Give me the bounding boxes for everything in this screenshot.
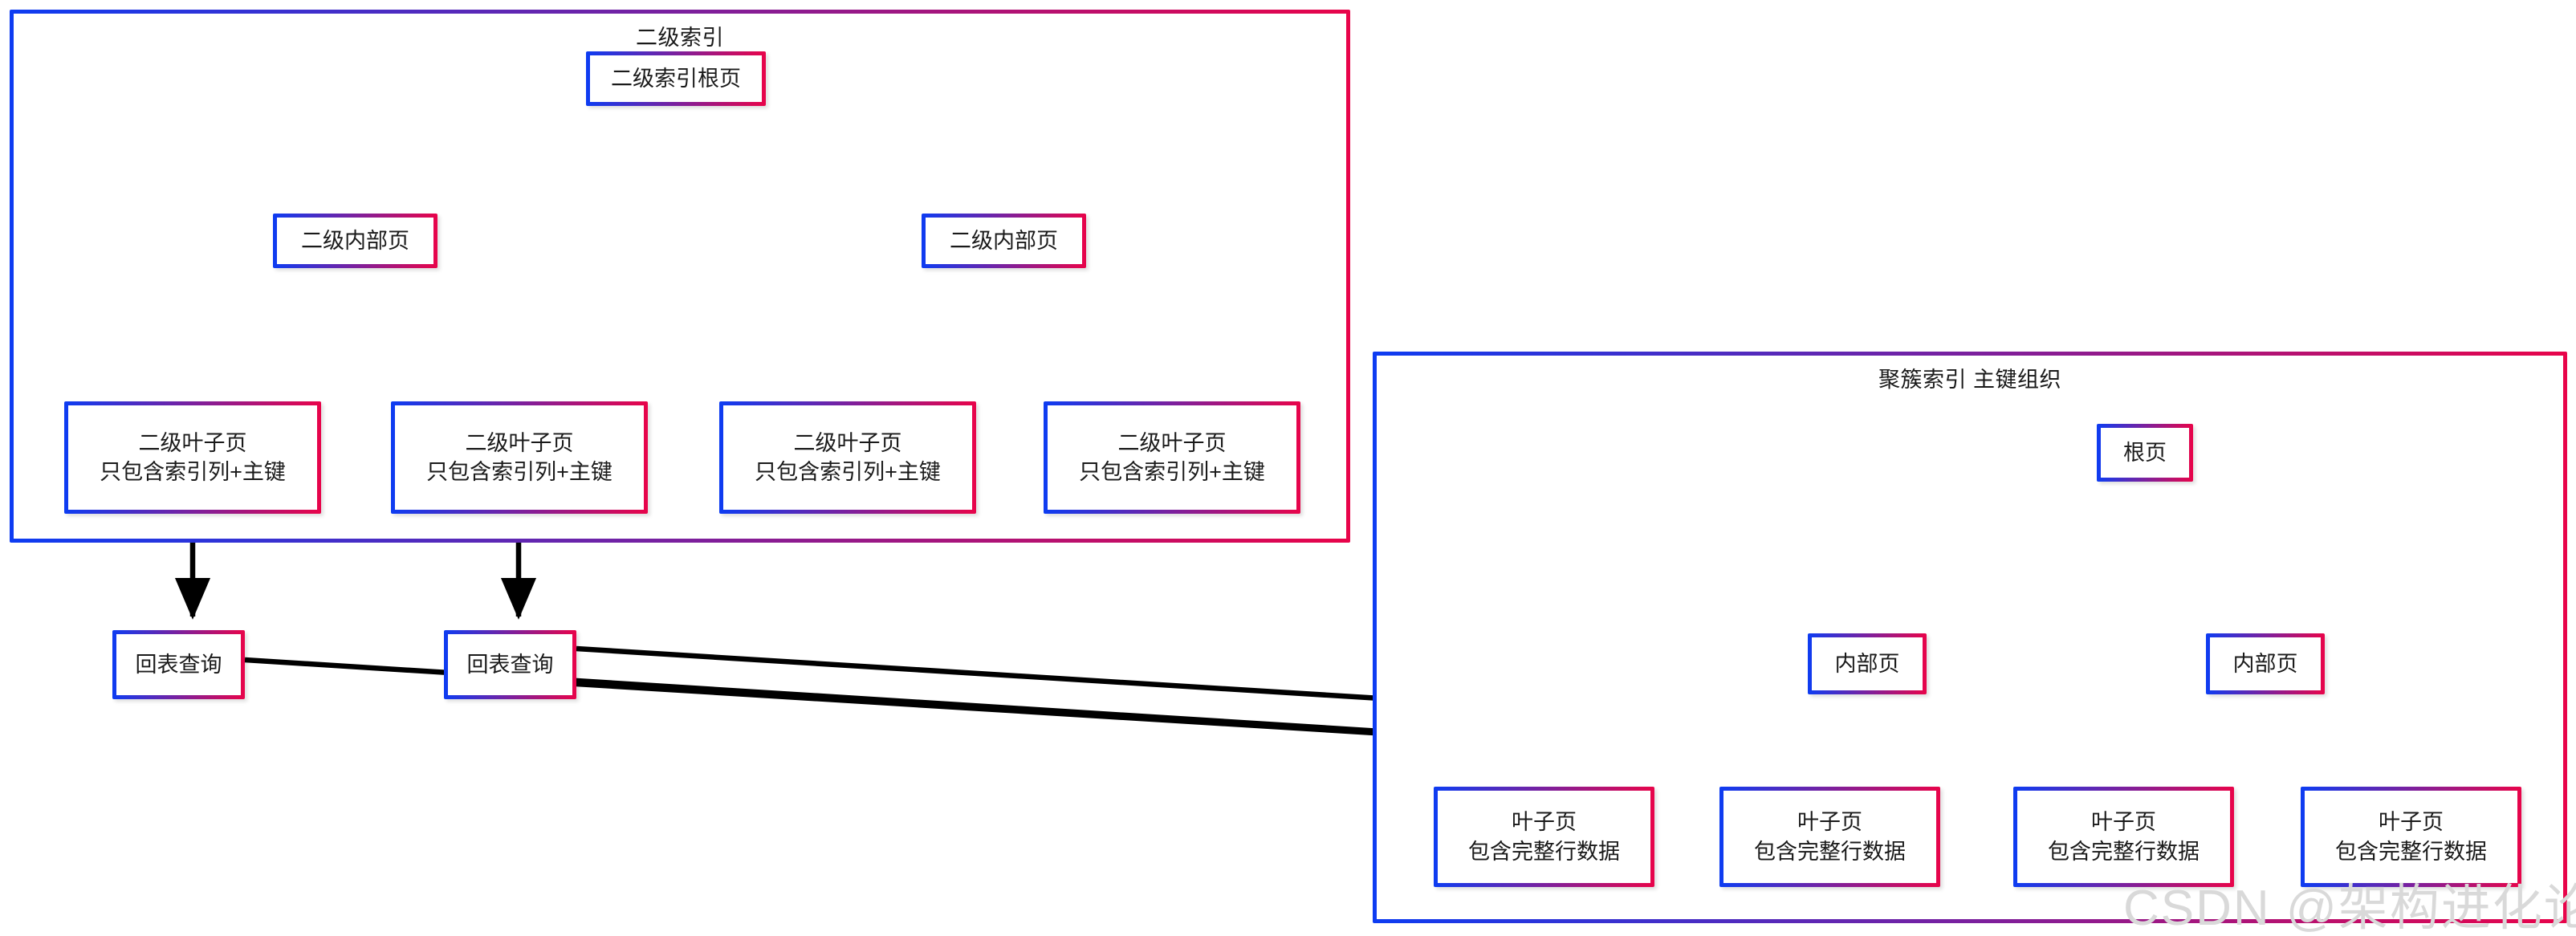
node-label-line1: 叶子页: [1797, 810, 1862, 835]
node-label-line1: 叶子页: [1512, 810, 1577, 835]
node-label-line1: 二级叶子页: [793, 430, 902, 455]
node-label-line1: 内部页: [1834, 651, 1900, 676]
node-label-line1: 叶子页: [2091, 810, 2156, 835]
node-label-line1: 二级叶子页: [138, 430, 247, 455]
node-lookup-query-2[interactable]: 回表查询: [444, 630, 576, 699]
node-label-line1: 根页: [2123, 440, 2167, 465]
node-secondary-leaf-page-1[interactable]: 二级叶子页 只包含索引列+主键: [64, 401, 321, 514]
node-label-line1: 二级叶子页: [465, 430, 574, 455]
node-label-line1: 内部页: [2232, 651, 2298, 676]
node-lookup-query-1[interactable]: 回表查询: [112, 630, 245, 699]
csdn-watermark: CSDN @架构进化论: [2123, 881, 2576, 936]
node-label-line2: 包含完整行数据: [2048, 839, 2200, 864]
node-secondary-leaf-page-3[interactable]: 二级叶子页 只包含索引列+主键: [719, 401, 976, 514]
node-label-line2: 只包含索引列+主键: [755, 460, 941, 484]
node-label-line1: 二级内部页: [950, 228, 1058, 253]
node-label-line1: 二级索引根页: [611, 66, 741, 91]
node-secondary-inner-page-1[interactable]: 二级内部页: [273, 214, 437, 268]
node-secondary-inner-page-2[interactable]: 二级内部页: [922, 214, 1086, 268]
node-label-line1: 叶子页: [2379, 810, 2444, 835]
group-title-secondary-index: 二级索引: [636, 26, 724, 50]
node-clustered-leaf-page-3[interactable]: 叶子页 包含完整行数据: [2013, 787, 2234, 887]
node-label-line2: 只包含索引列+主键: [100, 460, 286, 484]
node-label-line1: 二级叶子页: [1117, 430, 1227, 455]
node-clustered-leaf-page-4[interactable]: 叶子页 包含完整行数据: [2301, 787, 2521, 887]
group-title-clustered-index: 聚簇索引 主键组织: [1878, 368, 2061, 392]
node-label-line1: 二级内部页: [301, 228, 409, 253]
node-clustered-root-page[interactable]: 根页: [2097, 424, 2193, 482]
node-label-line2: 只包含索引列+主键: [426, 460, 612, 484]
node-clustered-leaf-page-1[interactable]: 叶子页 包含完整行数据: [1434, 787, 1654, 887]
node-clustered-inner-page-2[interactable]: 内部页: [2206, 633, 2325, 694]
node-label-line1: 回表查询: [466, 652, 554, 677]
node-label-line2: 包含完整行数据: [1468, 839, 1620, 864]
node-secondary-leaf-page-4[interactable]: 二级叶子页 只包含索引列+主键: [1044, 401, 1300, 514]
node-secondary-root-page[interactable]: 二级索引根页: [586, 51, 766, 106]
node-label-line2: 包含完整行数据: [1754, 839, 1906, 864]
node-label-line1: 回表查询: [135, 652, 222, 677]
node-secondary-leaf-page-2[interactable]: 二级叶子页 只包含索引列+主键: [391, 401, 648, 514]
node-label-line2: 包含完整行数据: [2335, 839, 2487, 864]
node-clustered-leaf-page-2[interactable]: 叶子页 包含完整行数据: [1719, 787, 1940, 887]
node-clustered-inner-page-1[interactable]: 内部页: [1808, 633, 1927, 694]
node-label-line2: 只包含索引列+主键: [1079, 460, 1265, 484]
